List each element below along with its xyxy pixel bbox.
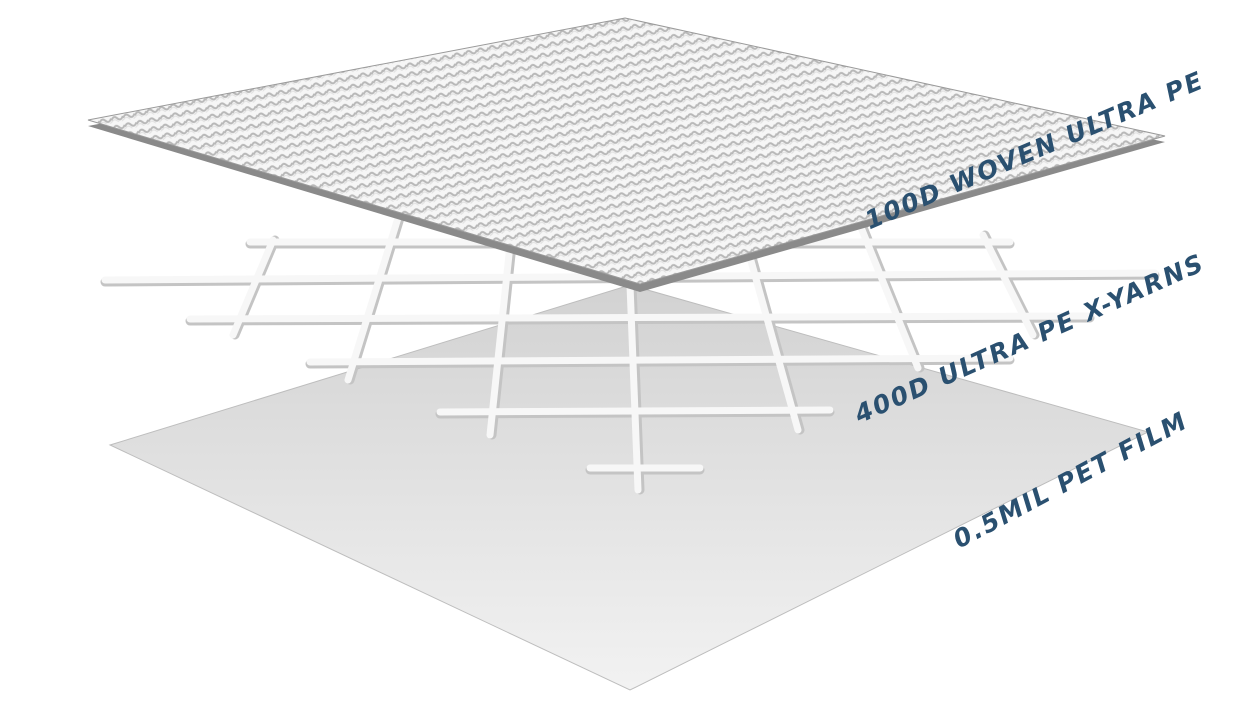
- woven-pe-layer: [87, 17, 1166, 285]
- pet-film-layer: [108, 284, 1150, 691]
